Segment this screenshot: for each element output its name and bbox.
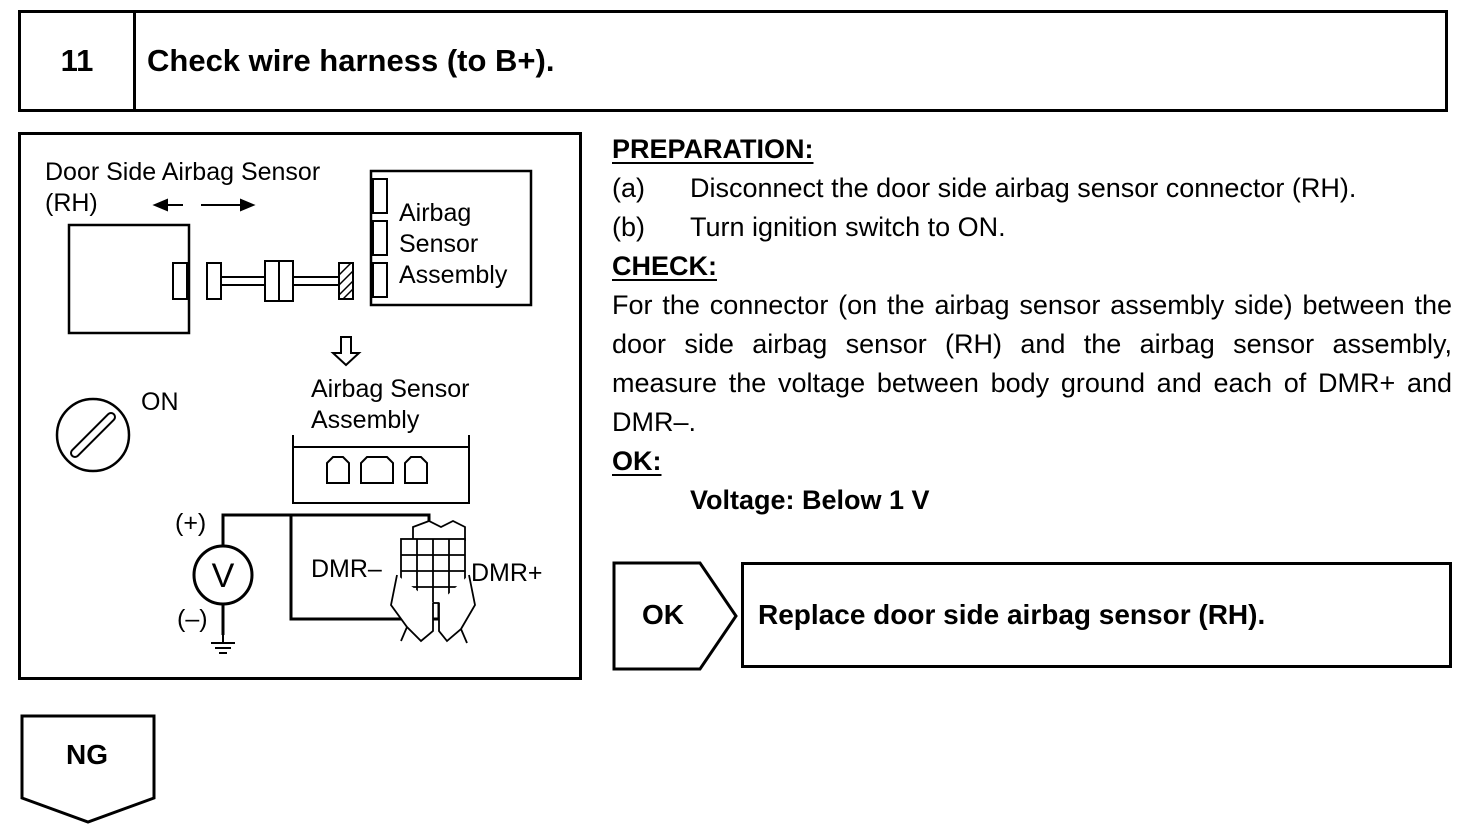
preparation-heading: PREPARATION: xyxy=(612,134,814,164)
ok-result-label: OK xyxy=(642,599,684,630)
step-title: Check wire harness (to B+). xyxy=(147,43,555,78)
ok-heading: OK: xyxy=(612,446,662,476)
item-label: (b) xyxy=(612,212,645,242)
ignition-label: ON xyxy=(141,388,179,416)
item-text: Disconnect the door side airbag sensor c… xyxy=(690,173,1357,203)
dmr-minus-label: DMR– xyxy=(311,555,382,583)
ok-result-box: Replace door side airbag sensor (RH). xyxy=(741,562,1452,668)
hatch-pattern xyxy=(338,262,354,300)
wiring-diagram: Door Side Airbag Sensor (RH) xyxy=(18,132,582,680)
ok-result-text: Replace door side airbag sensor (RH). xyxy=(758,599,1266,630)
down-arrow-icon xyxy=(330,336,362,367)
step-number: 11 xyxy=(21,13,136,109)
step-header: 11 Check wire harness (to B+). xyxy=(18,10,1448,112)
plus-label: (+) xyxy=(175,509,206,537)
voltmeter-symbol: V xyxy=(212,557,235,595)
double-arrow-icon xyxy=(152,198,256,212)
ok-spec: Voltage: Below 1 V xyxy=(690,485,930,515)
assembly-top-label-2: Sensor xyxy=(399,230,478,258)
door-sensor-connector xyxy=(172,262,188,300)
door-sensor-label-1: Door Side Airbag Sensor xyxy=(45,158,320,186)
check-text: For the connector (on the airbag sensor … xyxy=(612,290,1452,437)
item-text: Turn ignition switch to ON. xyxy=(690,212,1006,242)
ignition-switch-icon xyxy=(55,397,131,473)
item-label: (a) xyxy=(612,173,645,203)
assembly-connector-slots xyxy=(372,178,388,298)
assembly-label-2: Assembly xyxy=(311,406,420,434)
ok-arrow-shape xyxy=(612,561,738,671)
connector-face xyxy=(292,435,470,504)
dmr-plus-label: DMR+ xyxy=(471,559,543,587)
assembly-label-1: Airbag Sensor xyxy=(311,375,469,403)
door-sensor-label-2: (RH) xyxy=(45,189,98,217)
wiring-diagram-drawing: Door Side Airbag Sensor (RH) xyxy=(45,158,543,654)
procedure-text: PREPARATION: (a) Disconnect the door sid… xyxy=(612,130,1452,520)
hand-connector-icon xyxy=(390,519,476,644)
list-item: (b) Turn ignition switch to ON. xyxy=(612,208,1452,247)
harness-connector xyxy=(206,260,354,302)
airbag-assembly-box xyxy=(369,169,533,307)
list-item: (a) Disconnect the door side airbag sens… xyxy=(612,169,1452,208)
ground-icon xyxy=(211,635,235,654)
check-heading: CHECK: xyxy=(612,251,717,281)
voltmeter-icon xyxy=(192,544,254,606)
assembly-top-label-1: Airbag xyxy=(399,199,471,227)
minus-label: (–) xyxy=(177,605,208,633)
door-sensor-box xyxy=(67,223,191,335)
assembly-top-label-3: Assembly xyxy=(399,261,508,289)
ng-arrow-shape xyxy=(20,714,156,824)
ng-result-label: NG xyxy=(66,739,108,770)
